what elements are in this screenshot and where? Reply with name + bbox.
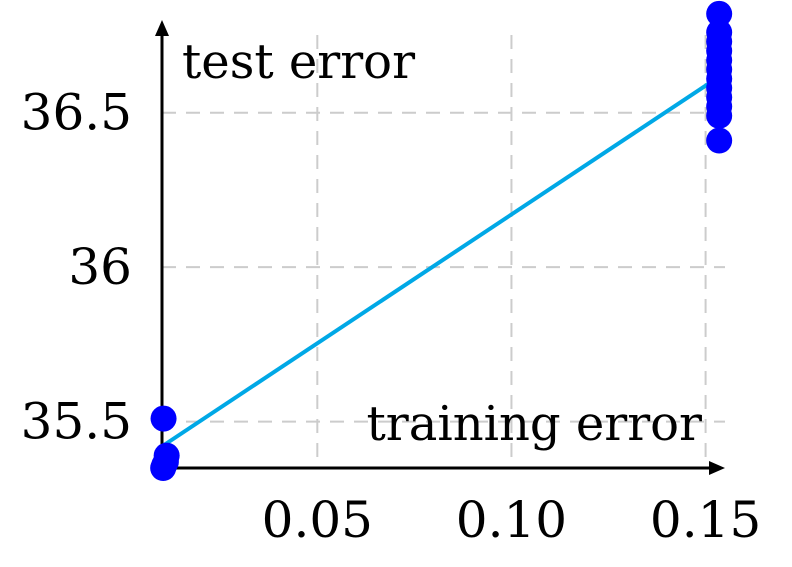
axes xyxy=(155,20,725,475)
y-axis-title: test error xyxy=(182,34,415,90)
x-tick-label: 0.05 xyxy=(262,491,373,549)
tick-labels: 0.05 0.10 0.15 35.5 36 36.5 xyxy=(21,84,762,549)
y-tick-label: 36 xyxy=(68,238,132,296)
x-tick-label: 0.15 xyxy=(650,491,761,549)
y-tick-label: 35.5 xyxy=(21,393,132,451)
data-point xyxy=(150,405,177,432)
y-tick-label: 36.5 xyxy=(21,84,132,142)
x-axis-title: training error xyxy=(366,396,702,452)
x-axis-arrowhead xyxy=(709,461,725,475)
data-point xyxy=(706,127,733,154)
x-tick-label: 0.10 xyxy=(456,491,567,549)
data-point xyxy=(150,455,177,481)
data-point xyxy=(706,102,733,129)
data-point xyxy=(706,0,733,27)
grid xyxy=(162,35,725,468)
data-points xyxy=(150,0,733,481)
fit-line xyxy=(160,80,713,449)
y-axis-arrowhead xyxy=(155,20,169,36)
